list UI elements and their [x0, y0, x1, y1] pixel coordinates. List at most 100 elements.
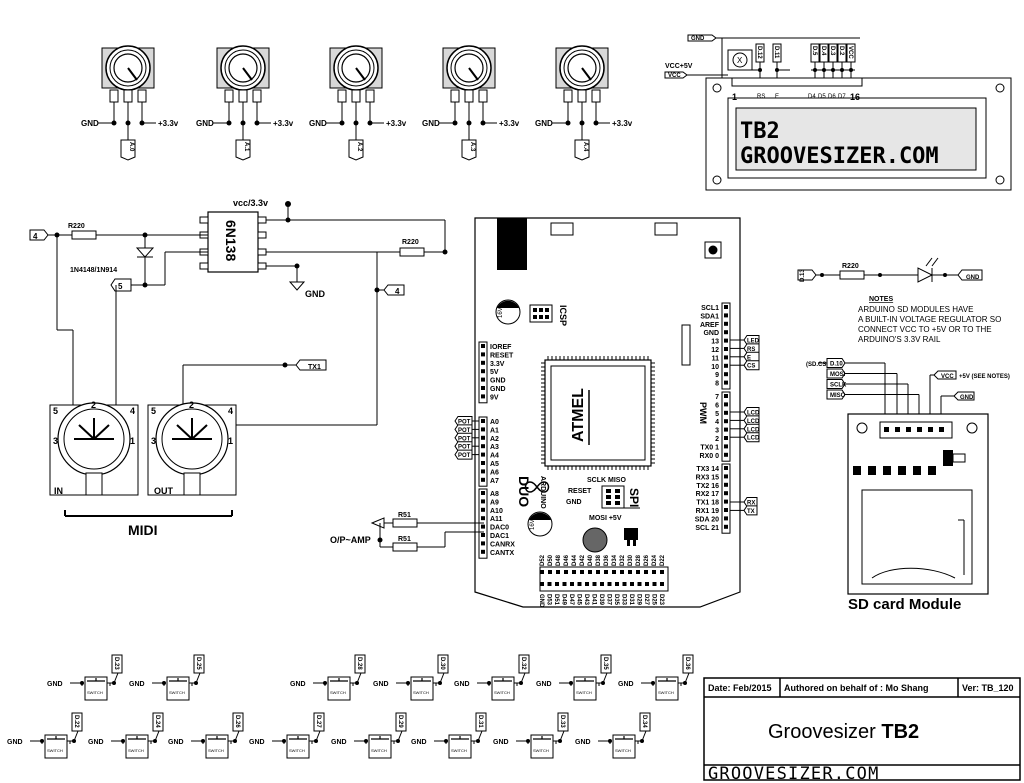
arduino-pin-label: A8 [490, 491, 499, 498]
svg-text:D4: D4 [808, 94, 816, 100]
title-name-bold: TB2 [881, 721, 919, 743]
switch-pin-label: D.29 [397, 715, 403, 728]
cap-top-label: 16V [498, 307, 504, 318]
spi-top: SCLK MISO [587, 477, 626, 484]
din-pin-label: 5 [53, 406, 58, 416]
pot-gnd-label: GND [309, 119, 327, 128]
led-port: D.13 [800, 269, 806, 282]
arduino-pin-label: 9V [490, 394, 499, 401]
lcd-pin1: 1 [732, 92, 737, 102]
midi-vcc: vcc/3.3v [233, 198, 268, 208]
digital-pin-label: D38 [596, 554, 602, 566]
switch-gnd-label: GND [373, 681, 389, 688]
sd-pin-tag: MISO [830, 393, 846, 399]
switch-gnd-label: GND [7, 739, 23, 746]
sd-gnd: GND [960, 395, 974, 401]
pot-vcc-label: +3.3v [612, 119, 633, 128]
switch-pin-label: D.32 [520, 657, 526, 670]
lcd-bottom-labels: RS E D4 D5 D6 D7 [757, 94, 846, 100]
arduino-pin-label: A6 [490, 469, 499, 476]
digital-pin-label: D49 [561, 594, 567, 606]
lcd-gnd-port: GND [691, 36, 705, 42]
din-pin-label: 2 [91, 400, 96, 410]
potentiometer: GND+3.3vA.3 [422, 45, 520, 161]
cap-bottom-label: 16V [530, 519, 536, 530]
switch-pin-label: D.31 [477, 715, 483, 728]
lcd-tag: LCD [747, 427, 760, 433]
switch-body-label: SWITCH [494, 690, 510, 695]
arduino-pin-label: AREF [700, 322, 720, 329]
pot-signal-label: A.0 [128, 142, 134, 152]
switch-pin-label: D.28 [356, 657, 362, 670]
lcd-vcc-port: VCC [668, 73, 681, 79]
notes-line-1: ARDUINO SD MODULES HAVE [858, 305, 973, 314]
svg-text:D6: D6 [828, 94, 836, 100]
lcd-pin-tag: D.4 [820, 46, 826, 56]
switch-body-label: SWITCH [330, 690, 346, 695]
out-label: O/P~AMP [330, 535, 371, 545]
digital-pin-label: D32 [620, 554, 626, 566]
potentiometer: GND+3.3vA.0 [81, 45, 179, 161]
digital-pin-label: D47 [568, 594, 574, 606]
pot-signal-label: A.1 [243, 142, 249, 152]
arduino-pin-label: SCL 21 [695, 525, 719, 532]
switch-gnd-label: GND [249, 739, 265, 746]
midi-port5: 5 [118, 282, 123, 291]
midi-port4b: 4 [395, 287, 400, 296]
midi-circuit: vcc/3.3v 6N138 GND R220 4 4 R220 [29, 198, 448, 538]
switch-gnd-label: GND [331, 739, 347, 746]
midi-title: MIDI [128, 522, 158, 538]
digital-pin-label: D53 [546, 594, 552, 606]
pot-vcc-label: +3.3v [499, 119, 520, 128]
switch-pin-label: D.27 [315, 715, 321, 728]
pot-gnd-label: GND [196, 119, 214, 128]
pot-vcc-label: +3.3v [273, 119, 294, 128]
switch-body-label: SWITCH [615, 748, 631, 753]
switch-pin-label: D.36 [684, 657, 690, 670]
diode-label: 1N4148/1N914 [70, 267, 117, 274]
arduino-pin-label: GND [703, 330, 719, 337]
arduino-right-tag: RS [747, 347, 755, 353]
arduino-pin-label: TX3 14 [696, 466, 719, 473]
switch-gnd-label: GND [88, 739, 104, 746]
switch-body-label: SWITCH [658, 690, 674, 695]
switch-gnd-label: GND [168, 739, 184, 746]
lcd-pin-tag: D.5 [811, 46, 817, 56]
switch-body-label: SWITCH [289, 748, 305, 753]
switch-gnd-label: GND [618, 681, 634, 688]
lcd-module: TB2 GROOVESIZER.COM 1 16 RS E D4 D5 D6 D… [664, 34, 1012, 191]
arduino-pin-label: SCL1 [701, 305, 719, 312]
sd-vcc-note: +5V (SEE NOTES) [959, 374, 1010, 380]
digital-pin-label: D36 [604, 554, 610, 566]
svg-text:D7: D7 [838, 94, 846, 100]
switch-body-label: SWITCH [371, 748, 387, 753]
pot-vcc-label: +3.3v [158, 119, 179, 128]
digital-pin-label: D42 [580, 554, 586, 566]
arduino-due: 16V ICSP ATMEL IOREFRESET3.3V5VGNDGND9VA… [454, 217, 760, 608]
output-circuit: R51 R51 O/P~AMP [330, 512, 484, 552]
arduino-pin-label: A5 [490, 461, 499, 468]
arduino-pin-label: 13 [711, 339, 719, 346]
arduino-pin-label: 3 [715, 428, 719, 435]
contrast-pot-x: X [737, 56, 743, 65]
switch-body-label: SWITCH [128, 748, 144, 753]
led-gnd: GND [966, 275, 980, 281]
digital-pin-label: GND [538, 594, 544, 608]
notes-line-3: CONNECT VCC TO +5V OR TO THE [858, 325, 992, 334]
arduino-pin-label: A4 [490, 453, 499, 460]
arduino-pin-label: 2 [715, 436, 719, 443]
digital-pin-label: D26 [644, 554, 650, 566]
pot-vcc-label: +3.3v [386, 119, 407, 128]
svg-text:RS: RS [757, 94, 765, 100]
title-author: Authored on behalf of : Mo Shang [784, 683, 928, 693]
digital-pin-label: D23 [658, 594, 664, 606]
spi-reset: RESET [568, 488, 592, 495]
midi-out-label: OUT [154, 486, 174, 496]
digital-pin-label: D34 [612, 554, 618, 566]
lcd-line1: TB2 [740, 119, 780, 144]
spi-label: SPI [627, 488, 641, 507]
arduino-pin-label: CANRX [490, 541, 515, 548]
